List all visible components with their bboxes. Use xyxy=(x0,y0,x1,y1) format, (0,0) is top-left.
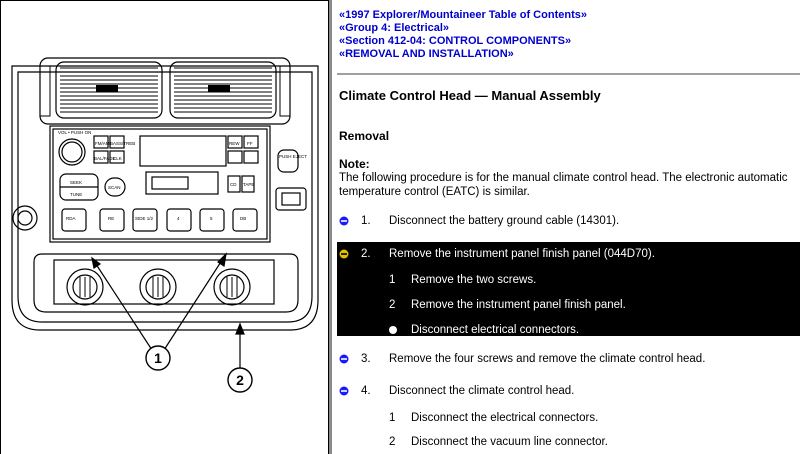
step-text: Disconnect the battery ground cable (143… xyxy=(389,215,620,227)
step-3: 3. Remove the four screws and remove the… xyxy=(339,353,799,367)
bass-treb-label: BASS/TREB xyxy=(110,141,135,146)
step-bullet-icon[interactable] xyxy=(339,354,349,364)
substep-number: 2 xyxy=(389,436,396,448)
removal-heading: Removal xyxy=(339,129,390,143)
step-text: Disconnect the climate control head. xyxy=(389,385,575,397)
note-heading: Note: xyxy=(339,157,370,171)
scan-label: SCAN xyxy=(108,185,121,190)
callout-1 xyxy=(145,345,171,371)
breadcrumb-removal-link[interactable]: «REMOVAL AND INSTALLATION» xyxy=(339,48,514,60)
substep-text: Disconnect the vacuum line connector. xyxy=(411,436,608,448)
callout-1-label: 1 xyxy=(154,350,162,366)
tape-label: TAPE xyxy=(243,182,254,187)
tune-label: TUNE xyxy=(70,192,82,197)
substep-number: 1 xyxy=(389,412,396,424)
substep-text: Disconnect electrical connectors. xyxy=(411,324,580,336)
breadcrumb-toc-link[interactable]: «1997 Explorer/Mountaineer Table of Cont… xyxy=(339,9,587,21)
preset-4-label: 4 xyxy=(177,216,180,221)
preset-5-label: 5 xyxy=(210,216,213,221)
seek-label: SEEK xyxy=(70,180,82,185)
step-number: 1. xyxy=(361,215,371,227)
step-number: 2. xyxy=(361,248,371,260)
fm-am-label: FM/AM xyxy=(95,141,110,146)
header-divider xyxy=(337,73,800,75)
substep-4-1: 1 Disconnect the electrical connectors. xyxy=(389,412,789,426)
illustration-pane: 1 2 VOL • PUSH ON SEEK TUNE SCAN FM/AM B… xyxy=(0,0,332,454)
preset-3-label: SIDE 1/2 xyxy=(135,216,154,221)
bal-fade-label: BAL/FADE xyxy=(94,156,116,161)
step-bullet-icon[interactable] xyxy=(339,216,349,226)
clk-label: CLK xyxy=(113,156,122,161)
substep-4-2: 2 Disconnect the vacuum line connector. xyxy=(389,436,789,450)
step-4: 4. Disconnect the climate control head. xyxy=(339,385,799,399)
step-1: 1. Disconnect the battery ground cable (… xyxy=(339,215,799,229)
step-2-highlight xyxy=(337,242,800,336)
substep-2-3: Disconnect electrical connectors. xyxy=(389,324,789,338)
step-bullet-active-icon[interactable] xyxy=(339,249,349,259)
bullet-dot-icon xyxy=(389,326,397,334)
climate-control-illustration: 1 2 VOL • PUSH ON SEEK TUNE SCAN FM/AM B… xyxy=(11,57,319,393)
substep-text: Remove the instrument panel finish panel… xyxy=(411,299,626,311)
substep-2-2: 2 Remove the instrument panel finish pan… xyxy=(389,299,789,313)
preset-1-label: RDA xyxy=(66,216,76,221)
substep-text: Remove the two screws. xyxy=(411,274,537,286)
preset-2-label: RE xyxy=(108,216,114,221)
callout-2-label: 2 xyxy=(236,372,244,388)
substep-number: 2 xyxy=(389,299,396,311)
ff-label: FF xyxy=(247,141,253,146)
push-eject-label: PUSH EJECT xyxy=(279,154,307,159)
document-pane: «1997 Explorer/Mountaineer Table of Cont… xyxy=(333,0,800,454)
breadcrumb-section-link[interactable]: «Section 412-04: CONTROL COMPONENTS» xyxy=(339,35,572,47)
step-text: Remove the four screws and remove the cl… xyxy=(389,353,706,365)
illustration-border xyxy=(0,0,329,454)
step-number: 3. xyxy=(361,353,371,365)
rew-label: REW xyxy=(229,141,240,146)
step-text: Remove the instrument panel finish panel… xyxy=(389,248,655,260)
substep-number: 1 xyxy=(389,274,396,286)
step-bullet-icon[interactable] xyxy=(339,386,349,396)
substep-2-1: 1 Remove the two screws. xyxy=(389,274,789,288)
vol-label: VOL • PUSH ON xyxy=(58,130,91,135)
preset-6-label: DB xyxy=(240,216,246,221)
cd-label: CD xyxy=(230,182,237,187)
breadcrumb-group-link[interactable]: «Group 4: Electrical» xyxy=(339,22,450,34)
substep-text: Disconnect the electrical connectors. xyxy=(411,412,599,424)
note-text: The following procedure is for the manua… xyxy=(339,172,788,198)
step-number: 4. xyxy=(361,385,371,397)
step-2: 2. Remove the instrument panel finish pa… xyxy=(339,248,799,262)
callout-2 xyxy=(227,367,253,393)
page-title: Climate Control Head — Manual Assembly xyxy=(339,88,601,103)
